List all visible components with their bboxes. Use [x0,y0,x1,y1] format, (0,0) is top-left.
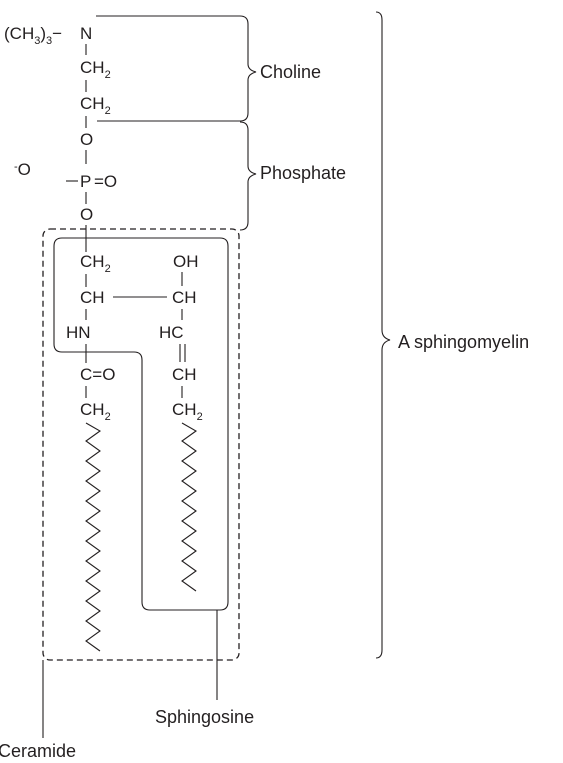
atom-ch2-choline-1: CH2 [80,58,111,81]
atom-o-top: O [80,130,93,149]
atom-o-minus: -O [14,160,31,179]
phosphate-brace [239,121,257,231]
choline-brace [96,15,257,122]
atom-hc: HC [159,323,184,342]
label-ceramide: Ceramide [0,741,76,761]
atom-ch2-backbone: CH2 [80,252,111,275]
atom-ch-left: CH [80,288,105,307]
atom-oh: OH [173,252,199,271]
label-sphingomyelin: A sphingomyelin [398,332,529,352]
sphingosine-tail [181,422,198,592]
atom-o-bottom: O [80,205,93,224]
label-phosphate: Phosphate [260,163,346,183]
atom-ch-right: CH [172,288,197,307]
fatty-acid-tail [85,422,102,652]
sphingomyelin-brace [375,11,391,659]
sphingosine-outline [53,237,229,611]
atom-ch2-sphingosine: CH2 [172,400,203,423]
atom-ch2-fatty: CH2 [80,400,111,423]
atom-hn: HN [66,323,91,342]
atom-ch-double: CH [172,365,197,384]
atom-ch2-choline-2: CH2 [80,94,111,117]
atom-double-o: =O [94,172,117,191]
atom-phosphorus: P [80,172,91,191]
atom-carbonyl: C=O [80,365,115,384]
atom-n-choline: N [80,24,92,43]
trimethyl-group: (CH3)3− [4,24,62,47]
label-sphingosine: Sphingosine [155,707,254,727]
label-choline: Choline [260,62,321,82]
ceramide-outline [42,228,240,661]
